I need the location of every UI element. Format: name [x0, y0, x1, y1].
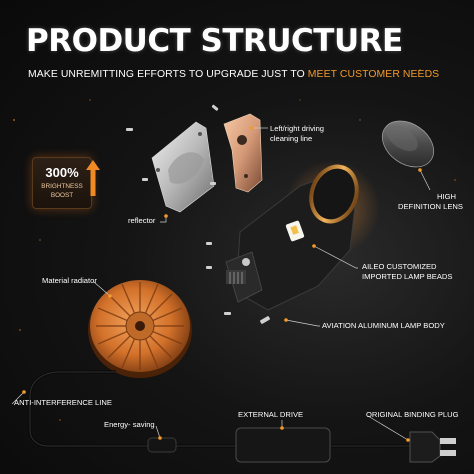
reflector-part	[151, 121, 215, 213]
binding-plug	[409, 431, 456, 463]
spark-particles	[13, 69, 456, 421]
brightness-label: BRIGHTNESS	[41, 183, 83, 190]
label-material-radiator: Material radiator	[42, 276, 97, 285]
label-reflector: reflector	[128, 216, 156, 225]
external-drive-box	[235, 427, 331, 463]
page-title: PRODUCT STRUCTURE	[26, 23, 403, 59]
label-high-definition-lens: HIGH DEFINITION LENS	[398, 192, 463, 211]
brightness-percent: 300%	[45, 165, 79, 180]
label-aviation-body: AVIATION ALUMINUM LAMP BODY	[322, 321, 445, 330]
cleaning-line-plate	[223, 113, 263, 193]
lamp-body	[225, 160, 380, 311]
subtitle-lead: MAKE UNREMITTING EFFORTS TO UPGRADE JUST…	[28, 69, 308, 80]
cable-highlight	[29, 371, 410, 447]
callout-lines	[11, 127, 431, 441]
page-subtitle: MAKE UNREMITTING EFFORTS TO UPGRADE JUST…	[28, 68, 439, 82]
screws	[126, 104, 270, 324]
high-definition-lens	[381, 120, 435, 168]
brightness-badge: 300% BRIGHTNESS BOOST	[32, 157, 92, 209]
label-binding-plug: ORIGINAL BINDING PLUG	[366, 410, 459, 419]
subtitle-highlight: MEET CUSTOMER NEEDS	[307, 69, 440, 80]
label-lamp-beads: AILEO CUSTOMIZED IMPORTED LAMP BEADS	[362, 262, 453, 281]
label-external-drive: EXTERNAL DRIVE	[238, 410, 304, 419]
callout-dots	[22, 126, 422, 442]
label-energy-saving: Energy- saving	[104, 420, 155, 429]
label-anti-interference: ANTI-INTERFERENCE LINE	[14, 398, 112, 407]
cable-and-drive	[28, 370, 410, 448]
material-radiator	[88, 280, 192, 378]
arrow-up-icon	[86, 160, 100, 196]
label-left-right-driving: Left/right driving cleaning line	[270, 124, 325, 143]
boost-label: BOOST	[50, 192, 74, 199]
energy-saving-ring	[147, 437, 177, 453]
